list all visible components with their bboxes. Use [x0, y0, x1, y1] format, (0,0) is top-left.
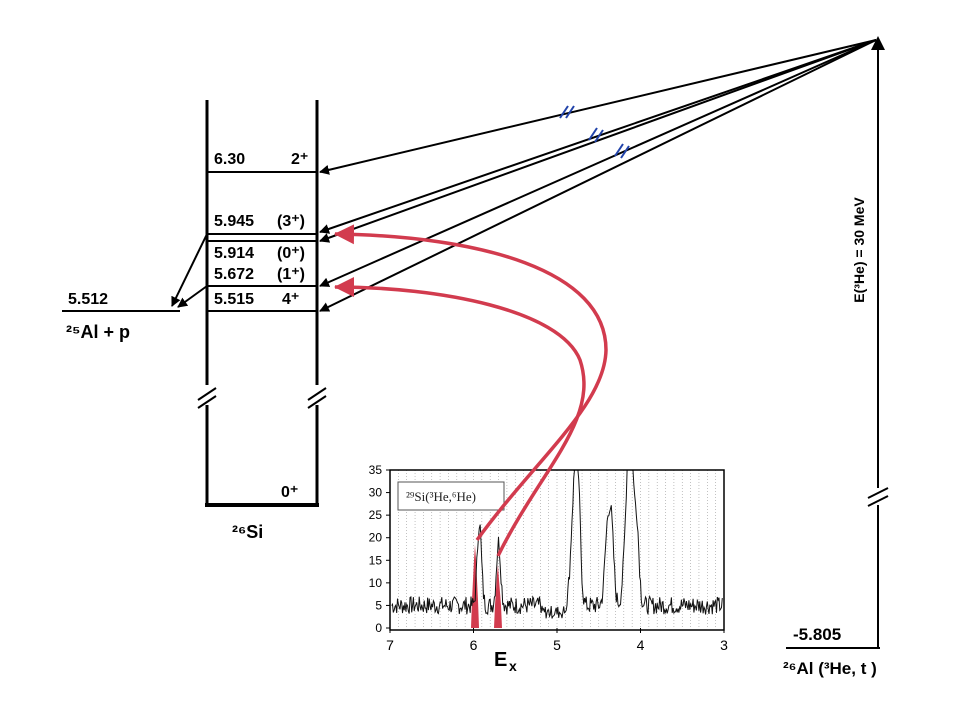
level-spin-5.515: 4⁺ [282, 291, 299, 308]
level-spin-6.30: 2⁺ [291, 151, 308, 168]
transition-arrows [319, 39, 877, 312]
x-tick-label: 6 [470, 637, 478, 653]
spectrum-grid [398, 470, 725, 628]
level-spin-5.914: (0⁺) [277, 245, 305, 262]
level-spin-5.672: (1⁺) [277, 266, 305, 283]
highlight-peak-5.9 [471, 545, 479, 628]
level-energy-5.672: 5.672 [214, 266, 254, 283]
y-tick-label: 10 [369, 576, 383, 590]
level-energy-5.945: 5.945 [214, 213, 254, 230]
y-tick-label: 0 [375, 621, 382, 635]
level-energy-6.30: 6.30 [214, 151, 245, 168]
spectrum-x-axis-label: E [494, 649, 507, 671]
spectrum-inset: 35 30 25 20 15 10 5 0 7 6 5 4 3 ²⁹Si(³He,⁶He) E x [369, 463, 728, 674]
proton-decay-arrow-2 [177, 285, 208, 308]
x-tick-label: 7 [386, 637, 394, 653]
beam-energy-label: E(³He) = 30 MeV [851, 197, 867, 303]
x-tick-label: 5 [553, 637, 561, 653]
transition-arrow-5.672 [319, 39, 877, 287]
proton-decay-arrow-1 [171, 233, 208, 307]
level-energy-5.914: 5.914 [214, 245, 254, 262]
threshold-channel: ²⁵Al + p [66, 322, 130, 342]
level-energy-5.515: 5.515 [214, 291, 254, 308]
transition-arrow-5.515 [319, 39, 877, 312]
ground-state-spin: 0⁺ [281, 484, 298, 501]
spectrum-x-axis-subscript: x [509, 658, 517, 674]
q-value-label: -5.805 [793, 625, 841, 644]
y-tick-label: 25 [369, 508, 383, 522]
y-tick-label: 5 [375, 598, 382, 612]
highlight-arrow-lower [334, 277, 586, 557]
si26-level-box [197, 100, 327, 507]
nucleus-label-si26: ²⁶Si [232, 522, 263, 542]
y-tick-label: 35 [369, 463, 383, 477]
axis-break-left [197, 387, 217, 401]
transition-arrow-5.914 [319, 39, 877, 243]
level-lines [207, 171, 317, 312]
spectrum-trace [391, 469, 723, 619]
x-tick-label: 3 [720, 637, 728, 653]
axis-break-right [307, 387, 327, 401]
spectrum-x-ticks: 7 6 5 4 3 [386, 628, 728, 653]
highlight-peak-5.7 [494, 565, 502, 628]
level-spin-5.945: (3⁺) [277, 213, 305, 230]
x-tick-label: 4 [637, 637, 645, 653]
y-tick-label: 15 [369, 553, 383, 567]
reaction-energy-axis [786, 36, 889, 649]
spectrum-y-ticks: 35 30 25 20 15 10 5 0 [369, 463, 390, 635]
reaction-label: ²⁶Al (³He, t ) [783, 659, 877, 678]
threshold-energy: 5.512 [68, 291, 108, 308]
spectrum-title: ²⁹Si(³He,⁶He) [406, 489, 476, 504]
y-tick-label: 30 [369, 486, 383, 500]
y-tick-label: 20 [369, 531, 383, 545]
transition-arrow-6.30 [319, 39, 877, 175]
highlight-arrow-upper [334, 224, 608, 542]
arrow-break-marks [559, 105, 630, 159]
